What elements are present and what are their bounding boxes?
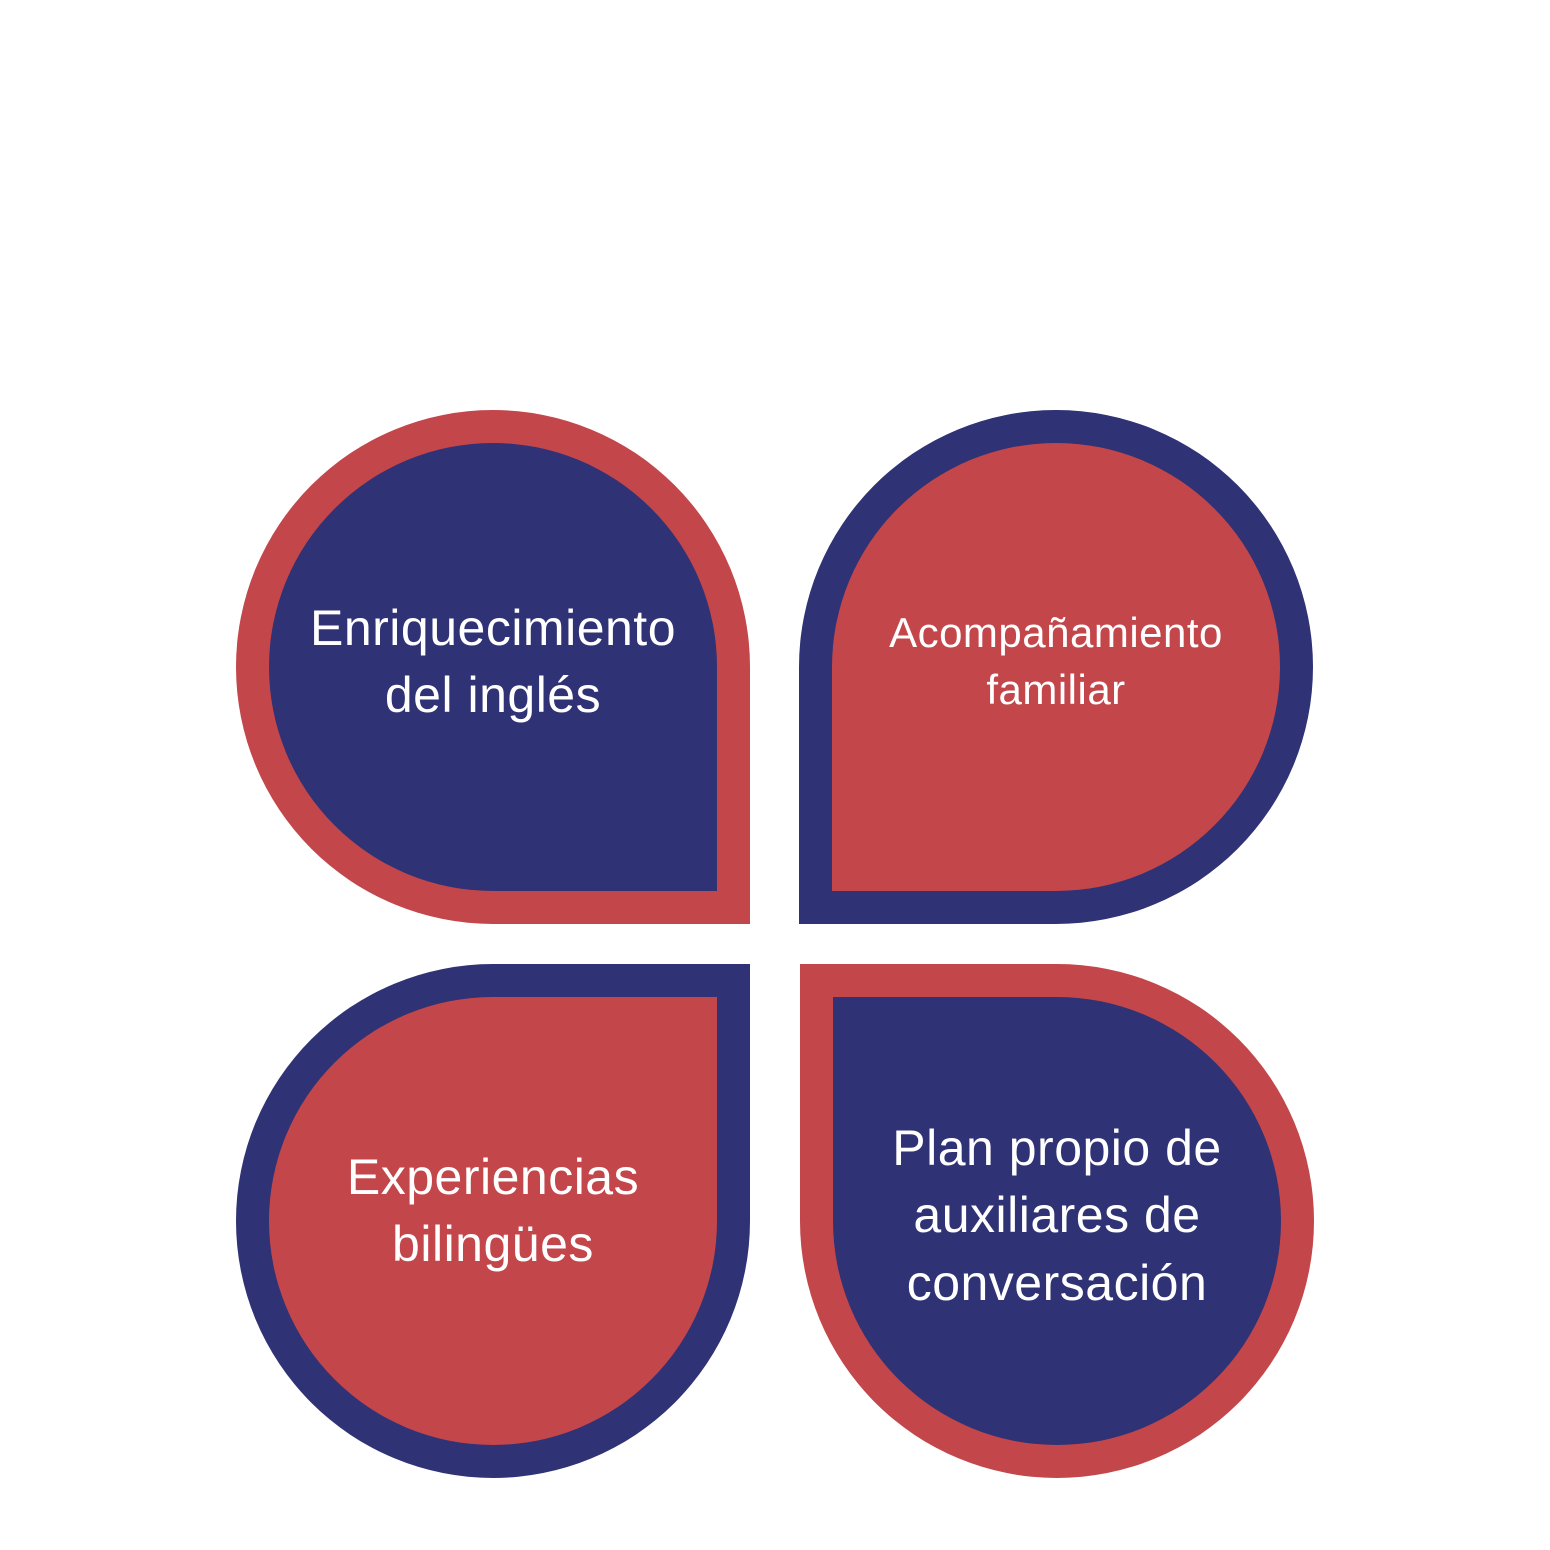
petal-acompanamiento-familiar: Acompañamiento familiar [799, 410, 1313, 924]
petal-inner: Acompañamiento familiar [832, 443, 1280, 891]
petal-inner: Plan propio de auxiliares de conversació… [833, 997, 1281, 1445]
petal-plan-auxiliares: Plan propio de auxiliares de conversació… [800, 964, 1314, 1478]
petal-inner: Experiencias bilingües [269, 997, 717, 1445]
petal-experiencias-bilingues: Experiencias bilingües [236, 964, 750, 1478]
petal-label: Experiencias bilingües [346, 1148, 640, 1273]
petal-label: Enriquecimiento del inglés [309, 599, 677, 724]
petal-label: Plan propio de auxiliares de conversació… [892, 1119, 1222, 1311]
petal-enriquecimiento-ingles: Enriquecimiento del inglés [236, 410, 750, 924]
petal-inner: Enriquecimiento del inglés [269, 443, 717, 891]
petal-label: Acompañamiento familiar [889, 609, 1223, 713]
